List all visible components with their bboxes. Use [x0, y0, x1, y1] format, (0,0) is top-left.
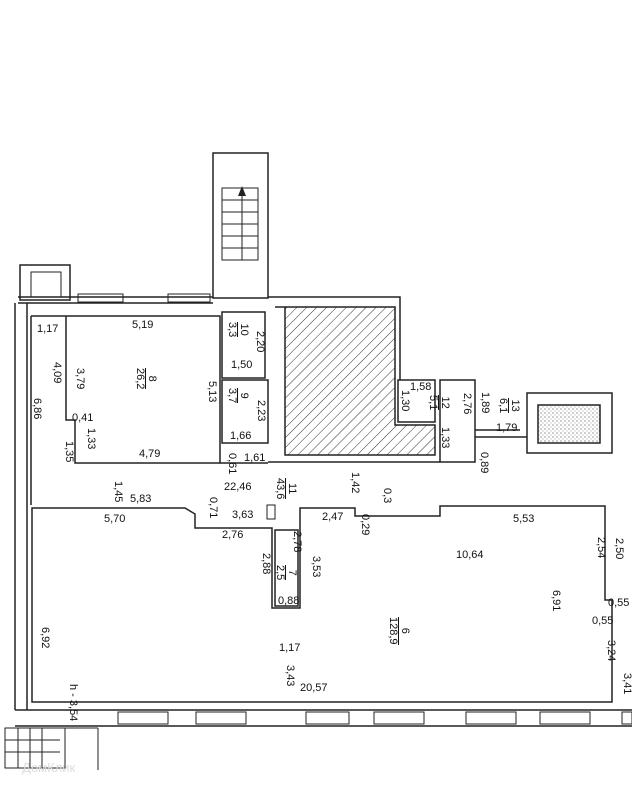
dimension-label: 4,09 [51, 362, 63, 384]
dimension-label: 0,55 [592, 615, 614, 627]
room-number: 10 [237, 322, 250, 338]
room-area: 26,2 [134, 368, 146, 390]
dimension-label: 20,57 [300, 682, 328, 694]
room-number: 12 [438, 395, 451, 411]
dimension-label: 6,92 [39, 627, 51, 649]
room-area: 6,1 [497, 398, 509, 414]
dimension-label: 2,54 [595, 537, 607, 559]
dimension-label: 1,66 [230, 430, 252, 442]
room-area: 3,3 [226, 322, 238, 338]
dimension-label: 2,78 [291, 531, 303, 553]
watermark: ДомКлик [22, 760, 76, 775]
room-number: 6 [398, 617, 411, 645]
dimension-label: 0,61 [226, 453, 238, 475]
room-6-outline [31, 505, 613, 703]
dimension-label: 0,29 [359, 514, 371, 536]
dimension-label: 1,33 [85, 428, 97, 450]
room-area: 3,7 [226, 388, 238, 404]
dimension-label: 22,46 [224, 481, 252, 493]
dimension-label: 3,43 [284, 665, 296, 687]
dimension-label: 5,53 [513, 513, 535, 525]
dimension-label: 1,30 [399, 390, 411, 412]
room-10-outline [221, 311, 266, 379]
dimension-label: 2,20 [254, 331, 266, 353]
dimension-label: 1,50 [231, 359, 253, 371]
dimension-label: 0,41 [72, 412, 94, 424]
room-area: 5,1 [427, 395, 439, 411]
room-7-outline [274, 529, 299, 607]
dimension-label: 1,45 [112, 481, 124, 503]
dimension-label: 6,91 [550, 590, 562, 612]
ceiling-height-note: h - 3,54 [67, 684, 79, 722]
room-area: 2,5 [274, 565, 286, 581]
room-8-outline [31, 315, 221, 464]
dimension-label: 3,63 [232, 509, 254, 521]
dimension-label: 10,64 [456, 549, 484, 561]
dimension-label: 2,47 [322, 511, 344, 523]
room-13-outline [439, 379, 476, 463]
dimension-label: 0,89 [478, 452, 490, 474]
exterior-walls [14, 264, 632, 727]
dimension-label: 3,41 [621, 673, 632, 695]
dimension-label: 2,88 [260, 553, 272, 575]
room-number: 7 [285, 565, 298, 581]
dimension-label: 2,76 [222, 529, 244, 541]
dimension-label: 1,89 [479, 392, 491, 414]
bottom-windows [117, 711, 632, 725]
dimension-label: 1,33 [439, 427, 451, 449]
outdoor-box [526, 392, 613, 454]
dimension-label: 5,70 [104, 513, 126, 525]
room-12-outline [397, 379, 436, 423]
dimension-label: 2,23 [255, 400, 267, 422]
room-number: 8 [145, 368, 158, 390]
dimension-label: 3,79 [74, 368, 86, 390]
outdoor-box-fill [537, 404, 601, 444]
room-number: 11 [285, 478, 298, 500]
dimension-label: 6,86 [31, 398, 43, 420]
room-9-outline [221, 379, 269, 444]
dimension-label: 4,79 [139, 448, 161, 460]
dimension-label: 3,53 [310, 556, 322, 578]
dimension-label: 1,35 [63, 441, 75, 463]
dimension-label: 5,83 [130, 493, 152, 505]
room-area: 128,9 [387, 617, 399, 645]
dimension-label: 5,13 [206, 381, 218, 403]
dimension-label: 1,17 [279, 642, 301, 654]
dimension-label: 1,61 [244, 452, 266, 464]
dimension-label: 1,17 [37, 323, 59, 335]
dimension-label: 1,42 [349, 472, 361, 494]
dimension-label: 1,58 [410, 381, 432, 393]
room-number: 13 [508, 398, 521, 414]
dimension-label: 5,19 [132, 319, 154, 331]
dimension-label: 3,24 [605, 640, 617, 662]
dimension-label: 0,88 [278, 595, 300, 607]
room-number: 9 [237, 388, 250, 404]
dimension-label: 0,3 [381, 488, 393, 504]
dimension-label: 2,50 [613, 538, 625, 560]
dimension-label: 1,79 [496, 422, 518, 434]
hatched-shaft [275, 306, 436, 456]
dimension-label: 2,76 [461, 393, 473, 415]
dimension-label: 0,71 [207, 497, 219, 519]
dimension-label: 0,55 [608, 597, 630, 609]
room-area: 43,6 [274, 478, 286, 500]
stair-arrow-icon [238, 186, 246, 196]
bottom-staircase [4, 727, 99, 770]
top-staircase [212, 152, 269, 299]
